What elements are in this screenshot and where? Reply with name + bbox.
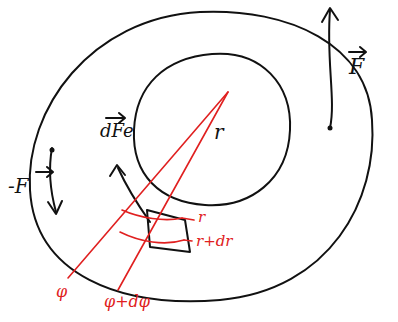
angle-label: φ	[56, 284, 67, 300]
dfe-arrow-head	[110, 165, 125, 176]
radius-label: r	[214, 122, 224, 142]
angle-ray	[68, 92, 228, 278]
radius-label: r	[198, 210, 205, 225]
outer-boundary	[30, 12, 373, 301]
force-label: F	[349, 56, 364, 78]
minus-f-arrow-head	[48, 201, 62, 214]
radius-arc	[120, 232, 184, 243]
f-arrow	[329, 10, 332, 128]
minus-f-arrow	[50, 148, 56, 212]
angle-ray	[118, 92, 228, 290]
area-element	[147, 210, 190, 252]
angle-label: φ+dφ	[104, 294, 150, 310]
radius-arc	[122, 210, 182, 220]
force-label: dFe	[100, 122, 134, 140]
radius-label: r+dr	[196, 234, 233, 249]
f-arrow-head	[322, 8, 338, 22]
leader-line	[184, 240, 192, 241]
minus-f-overarrow	[36, 167, 53, 177]
inner-boundary	[134, 54, 290, 206]
leader-line	[182, 218, 194, 220]
force-point	[50, 148, 55, 153]
force-label: -F	[8, 176, 29, 196]
force-point	[328, 126, 333, 131]
